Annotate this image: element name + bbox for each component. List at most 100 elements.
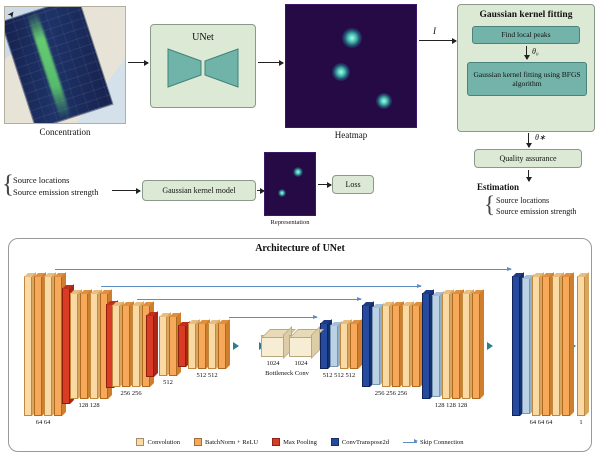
legend: Convolution BatchNorm + ReLU Max Pooling Co… [9,438,591,446]
skip-connection-arrow [101,284,422,288]
bn-slab [350,323,358,369]
bottleneck-cube-label: 1024 [266,360,280,367]
representation-image [264,152,316,216]
legend-label: Convolution [147,438,180,446]
legend-item: Max Pooling [272,438,317,446]
arrow-label-I: I [433,26,436,36]
bn-slab [54,276,62,416]
arrow-panel-to-qa [525,133,532,148]
arrow-unet-to-heatmap [258,59,284,66]
legend-item: BatchNorm + ReLU [194,438,258,446]
panel-title: Gaussian kernel fitting [479,10,573,20]
bn-slab [34,276,42,416]
unet-box: UNet [150,24,256,108]
skip-slab [432,295,440,397]
skip-connection-arrow [229,315,318,319]
pool-slab [146,315,154,377]
bfgs-box: Gaussian kernel fitting using BFGS algor… [467,62,587,96]
estimation-title: Estimation [477,182,520,192]
stage-label: 512 512 [196,372,218,379]
unet-architecture-panel: Architecture of UNet Convolution BatchNor… [8,238,592,452]
satellite-swath [5,7,113,123]
bn-slab [472,293,480,399]
bn-slab [542,276,550,416]
bn-swatch [194,438,202,446]
arrow-peaks-to-bfgs [523,46,530,60]
conv-slab [132,305,140,387]
arrow-qa-to-estimation [525,170,532,182]
concentration-caption: Concentration [39,127,91,137]
conv-slab [442,293,450,399]
bottleneck-cube-label: 1024 [294,360,308,367]
ct-slab [422,293,430,399]
legend-item: Convolution [136,438,180,446]
conv-slab [382,305,390,387]
stage-label: 1 [579,419,583,426]
skip-slab [522,278,530,414]
ct-slab [512,276,520,416]
bn-slab [80,293,88,399]
pool-slab [62,288,70,404]
bottleneck-caption: Bottleneck Conv [265,370,309,377]
conv-slab [159,316,167,376]
pool-slab [178,325,186,367]
stage-label: 128 128 [78,402,100,409]
gaussian-kernel-model-box: Gaussian kernel model [142,180,256,201]
inputs-brace: { [2,171,14,198]
legend-item: ConvTranspose2d [330,438,389,446]
legend-item: Skip Connection [403,439,464,446]
unet-label: UNet [192,32,214,43]
bn-slab [562,276,570,416]
ct-swatch [330,438,339,446]
gaussian-blob [342,27,363,48]
stage-label: 64 64 [35,419,51,426]
bn-slab [392,305,400,387]
ct-slab [320,323,328,369]
ct-slab [362,305,370,387]
gaussian-blob [293,166,303,177]
estimation-line-2: Source emission strength [496,207,577,216]
conv-slab [402,305,410,387]
skip-connection-swatch [403,439,418,443]
stage-label: 64 64 64 [529,419,553,426]
find-local-peaks-box: Find local peaks [472,26,580,44]
conv-slab [462,293,470,399]
quality-assurance-box: Quality assurance [474,149,582,168]
arrow-representation-to-loss [318,181,332,188]
loss-box: Loss [332,175,374,194]
stage-label: 256 256 256 [374,390,408,397]
flow-arrow [233,342,239,350]
stage-label: 128 128 128 [434,402,468,409]
stage-label: 256 256 [120,390,142,397]
bn-slab [452,293,460,399]
stage-label: 512 [163,379,173,386]
architecture-title: Architecture of UNet [255,243,345,254]
conv-slab [552,276,560,416]
conv-slab [24,276,32,416]
arrow-heatmap-to-panel [419,37,457,44]
bottleneck-cube [289,335,313,357]
heatmap-image [285,4,417,128]
bn-slab [122,305,130,387]
concentration-image: ➤ [4,6,126,124]
skip-connection-arrow [137,297,362,301]
skip-slab [330,325,338,367]
estimation-brace: { [484,192,496,217]
flow-arrow [487,342,493,350]
representation-caption: Representation [270,219,310,226]
conv-slab [188,323,196,369]
stage-label: 512 512 512 [322,372,356,379]
bn-slab [218,323,226,369]
bn-slab [412,305,420,387]
arrow-inputs-to-gkm [112,187,141,194]
legend-label: Skip Connection [420,438,464,446]
skip-connection-arrow [55,267,512,271]
conv-slab [532,276,540,416]
legend-label: Max Pooling [283,438,317,446]
heatmap-caption: Heatmap [334,130,368,140]
gaussian-blob [331,63,350,82]
arrow-gkm-to-representation [257,187,265,194]
conv-slab [208,323,216,369]
theta0-label: θ₀ [532,47,539,56]
